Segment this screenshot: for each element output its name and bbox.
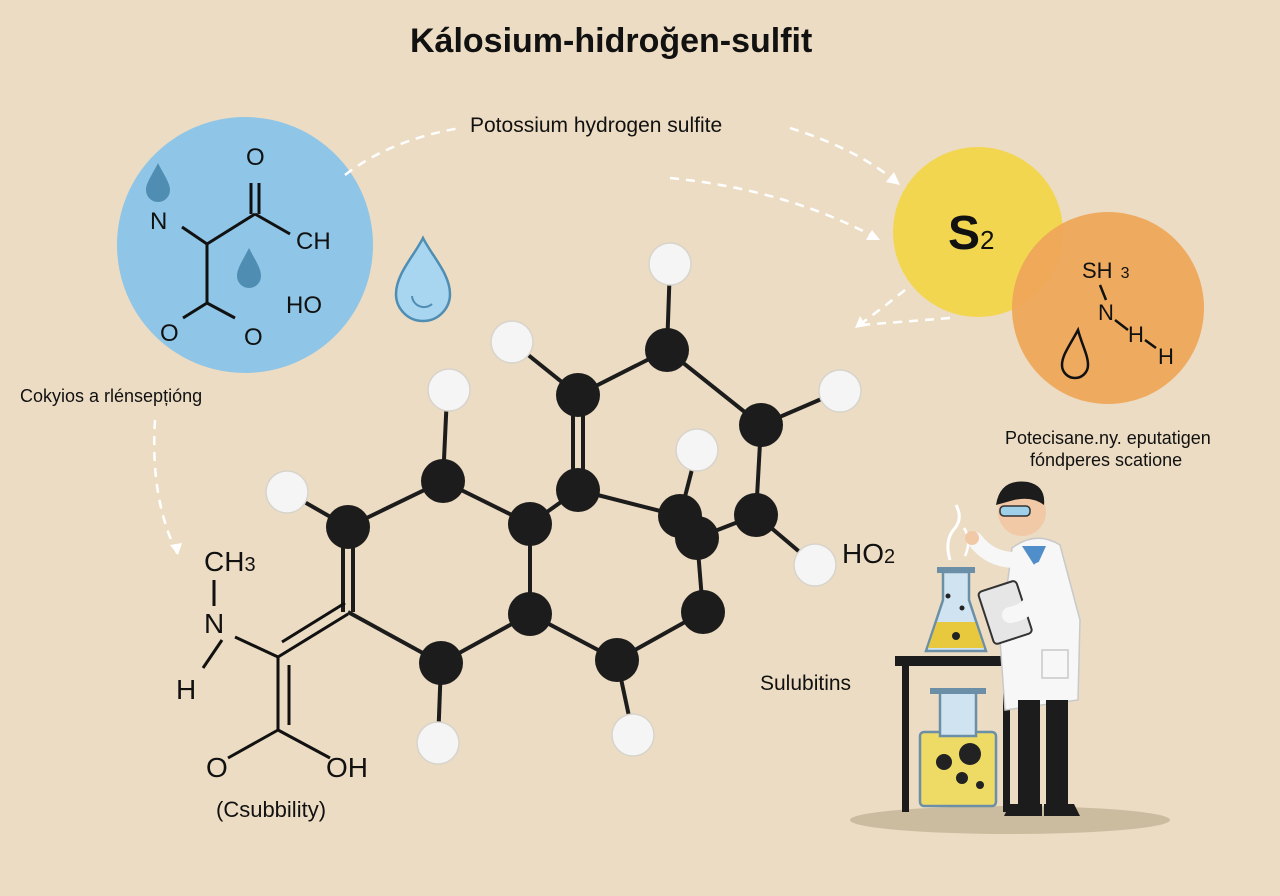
ho2-symbol: HO <box>842 538 884 569</box>
s2-label: S2 <box>948 206 994 261</box>
carbon-atom <box>681 590 725 634</box>
ch3-symbol: CH <box>204 546 245 577</box>
subtitle: Potossium hydrogen sulfite <box>470 114 723 137</box>
drop-outline-icon <box>1060 326 1090 380</box>
s2-subscript: 2 <box>980 225 995 255</box>
atom-n: N <box>150 208 168 235</box>
hydrogen-atom <box>818 369 862 413</box>
carbon-atom <box>675 516 719 560</box>
right-note-line2: fóndperes scatione <box>1030 450 1183 470</box>
carbon-atom <box>326 505 370 549</box>
atom-ch3: CH3 <box>204 546 256 578</box>
carbon-atom <box>556 373 600 417</box>
carbon-atom <box>508 592 552 636</box>
right-note-line1: Potecisane.ny. eputatigen <box>1005 428 1211 448</box>
carbon-atom <box>739 403 783 447</box>
s2-symbol: S <box>948 207 981 260</box>
page-title: Kálosium-hidroğen-sulfit <box>410 22 813 60</box>
solubility-label: Sulubitins <box>760 672 852 695</box>
atom-h-left: H <box>176 674 197 705</box>
scientist-illustration <box>850 481 1170 834</box>
ho2-subscript: 2 <box>884 546 896 568</box>
atom-sh3: SH 3 <box>1082 258 1129 284</box>
carbon-atom <box>419 641 463 685</box>
atom-o-right: O <box>244 324 263 351</box>
atom-o-left: O <box>160 320 179 347</box>
water-drop-icon <box>146 163 170 202</box>
carbon-atom <box>734 493 778 537</box>
hydrogen-atom <box>490 320 534 364</box>
atom-oh: OH <box>326 752 368 783</box>
atom-o-top: O <box>246 144 265 171</box>
hydrogen-atom <box>265 470 309 514</box>
sh3-subscript: 3 <box>1120 265 1130 282</box>
water-drop-icon <box>394 235 452 323</box>
ch3-subscript: 3 <box>244 554 256 576</box>
bottom-caption: (Csubbility) <box>216 797 327 822</box>
carbon-atom <box>595 638 639 682</box>
atom-ho: HO <box>286 292 322 319</box>
carbon-atom <box>421 459 465 503</box>
atom-n-orange: N <box>1098 300 1114 325</box>
sh3-symbol: SH <box>1082 258 1113 283</box>
atom-o-left-struct: O <box>206 752 228 783</box>
nh-circle <box>1012 212 1204 404</box>
hydrogen-atom <box>427 368 471 412</box>
hydrogen-atom <box>675 428 719 472</box>
left-structure-bonds <box>201 580 349 760</box>
blue-molecule-circle <box>117 117 373 373</box>
atom-h2: H <box>1158 344 1174 369</box>
atom-ch: CH <box>296 228 331 255</box>
ho2-label: HO2 <box>842 538 895 570</box>
hydrogen-atom <box>648 242 692 286</box>
carbon-atom <box>508 502 552 546</box>
water-drop-icon <box>237 248 261 288</box>
hydrogen-atom <box>416 721 460 765</box>
carbon-atom <box>556 468 600 512</box>
carbon-atom <box>645 328 689 372</box>
atom-h1: H <box>1128 322 1144 347</box>
atom-n-left: N <box>204 608 225 639</box>
hydrogen-atom <box>611 713 655 757</box>
left-note: Cokyios a rlénsepțióng <box>20 386 203 406</box>
hydrogen-atom <box>793 543 837 587</box>
